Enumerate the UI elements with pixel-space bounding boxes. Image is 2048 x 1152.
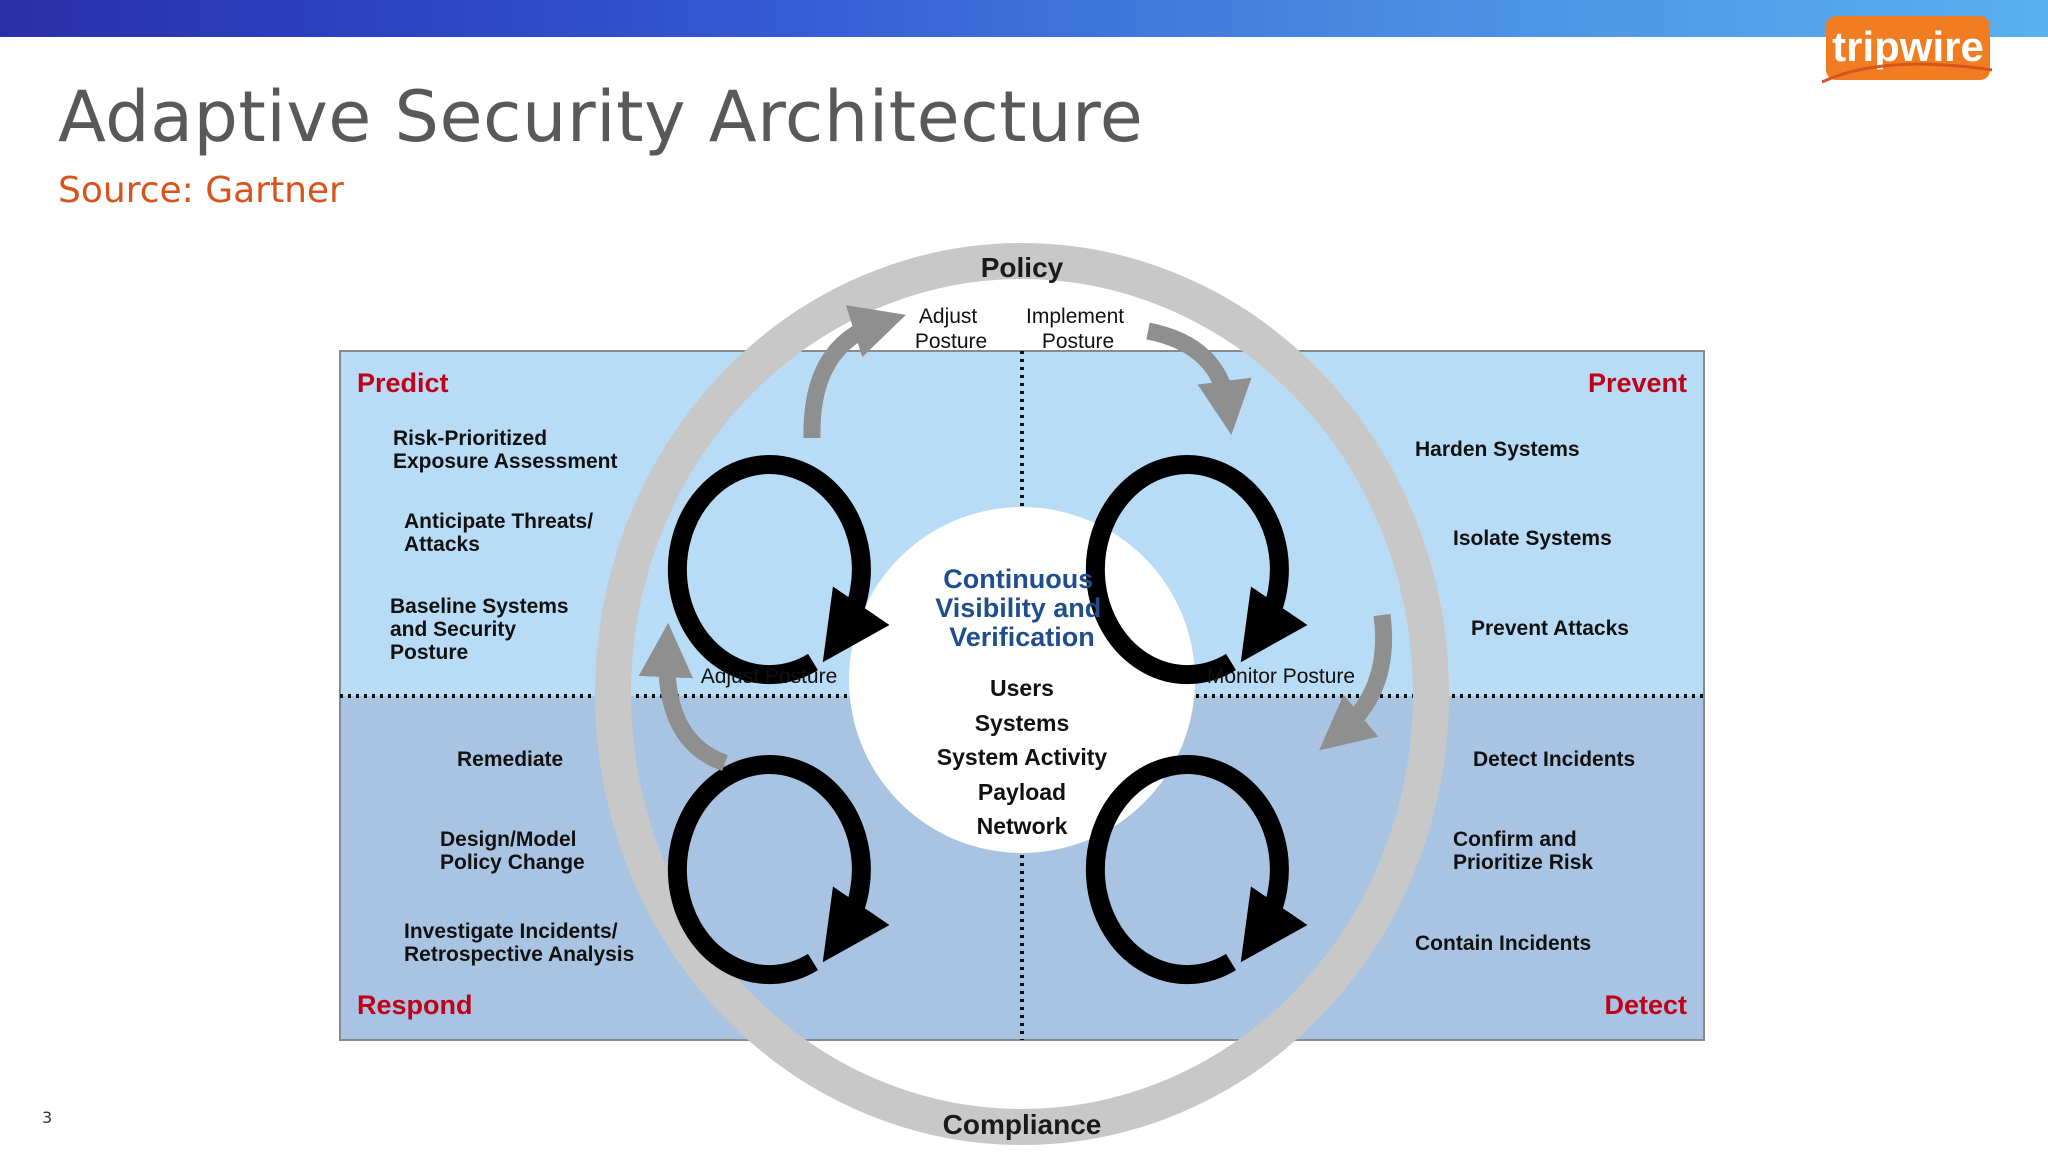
predict-item-anticipate-threats: Anticipate Threats/ Attacks xyxy=(404,510,599,556)
adjust-posture-arrow-top xyxy=(803,305,906,439)
center-title: Continuous Visibility and Verification xyxy=(935,564,1109,652)
prevent-cycle-arrow xyxy=(1085,455,1308,685)
respond-item-design-model: Design/Model Policy Change xyxy=(440,828,585,874)
center-item-network: Network xyxy=(977,813,1068,839)
quadrant-label-respond: Respond xyxy=(357,990,473,1020)
predict-item-risk-prioritized: Risk-Prioritized Exposure Assessment xyxy=(393,427,618,473)
policy-compliance-ring xyxy=(595,243,1449,1145)
page-number: 3 xyxy=(42,1108,53,1127)
predict-cycle-arrow xyxy=(667,455,890,685)
quadrant-label-detect: Detect xyxy=(1604,990,1687,1020)
quadrant-label-prevent: Prevent xyxy=(1588,368,1687,398)
respond-item-remediate: Remediate xyxy=(457,748,563,771)
predict-item-baseline-systems: Baseline Systems and Security Posture xyxy=(390,595,574,664)
prevent-item-harden-systems: Harden Systems xyxy=(1415,438,1580,461)
center-item-systems: Systems xyxy=(975,710,1070,736)
top-gradient-bar xyxy=(0,0,2048,37)
center-item-system-activity: System Activity xyxy=(937,744,1108,770)
center-item-payload: Payload xyxy=(978,779,1066,805)
detect-item-contain-incidents: Contain Incidents xyxy=(1415,932,1591,955)
quadrant-label-predict: Predict xyxy=(357,368,449,398)
slide-subtitle: Source: Gartner xyxy=(58,170,344,211)
ring-label-policy: Policy xyxy=(981,252,1064,283)
center-item-users: Users xyxy=(990,675,1054,701)
arrow-label-implement-posture: Implement Posture xyxy=(1026,305,1130,353)
slide-title: Adaptive Security Architecture xyxy=(58,76,1144,158)
logo-text: tripwire xyxy=(1832,23,1984,70)
tripwire-logo: tripwire xyxy=(1822,16,1993,84)
arrow-label-monitor-posture: Monitor Posture xyxy=(1207,665,1355,688)
center-circle xyxy=(849,507,1195,853)
ring-label-compliance: Compliance xyxy=(943,1109,1102,1140)
prevent-item-isolate-systems: Isolate Systems xyxy=(1453,527,1612,550)
detect-item-detect-incidents: Detect Incidents xyxy=(1473,748,1635,771)
respond-cycle-arrow xyxy=(667,755,890,985)
arrow-label-adjust-posture-top: Adjust Posture xyxy=(915,305,987,353)
detect-cycle-arrow xyxy=(1085,755,1308,985)
respond-item-investigate-incidents: Investigate Incidents/ Retrospective Ana… xyxy=(404,920,634,966)
detect-item-confirm-prioritize: Confirm and Prioritize Risk xyxy=(1453,828,1593,874)
arrow-label-adjust-posture-left: Adjust Posture xyxy=(701,665,838,688)
prevent-item-prevent-attacks: Prevent Attacks xyxy=(1471,617,1629,640)
monitor-posture-arrow xyxy=(1319,613,1393,751)
implement-posture-arrow xyxy=(1146,322,1252,435)
adjust-posture-arrow-left xyxy=(638,622,729,772)
